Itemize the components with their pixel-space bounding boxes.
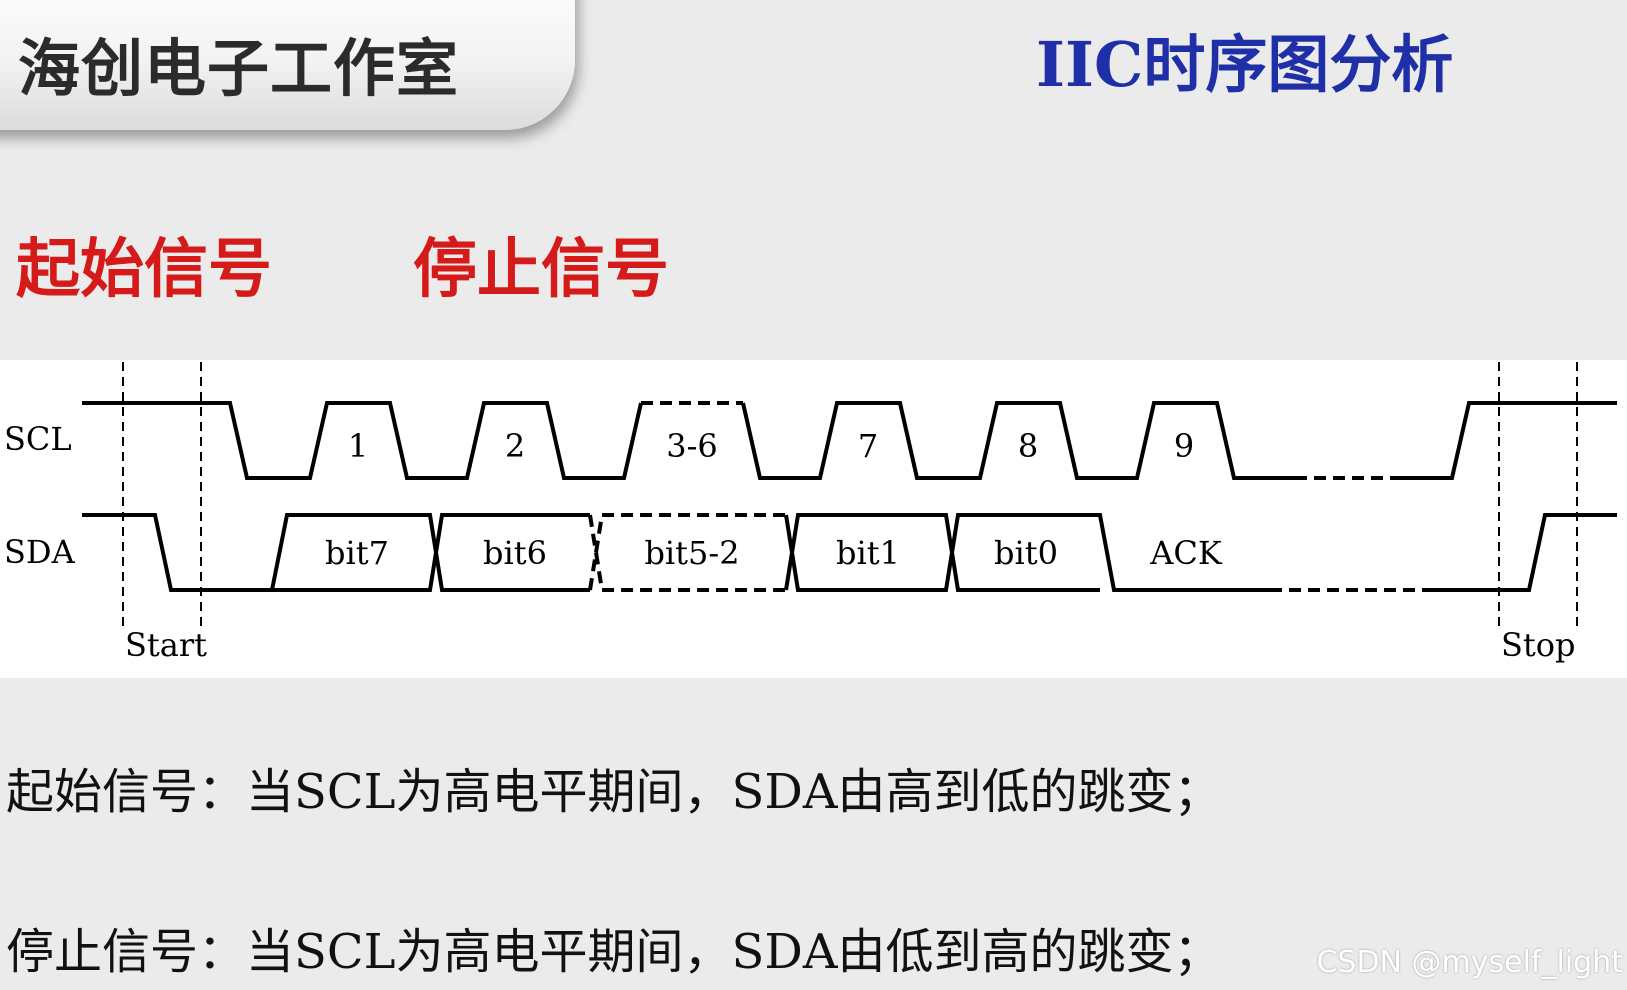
- clock-label-7: 7: [858, 427, 878, 465]
- stop-signal-description: 停止信号：当SCL为高电平期间，SDA由低到高的跳变；: [6, 924, 1222, 980]
- sda-waveform-bit1-high: [784, 513, 1100, 592]
- clock-label-9: 9: [1174, 427, 1194, 465]
- stop-signal-label: 停止信号: [413, 233, 669, 307]
- iic-timing-diagram: SCL SDA 1 2 3-6 7 8 9 bit7 bit6 bit5-2 b…: [0, 360, 1627, 678]
- clock-label-3-6: 3-6: [666, 427, 718, 465]
- data-label-bit5-2: bit5-2: [644, 534, 739, 572]
- sda-waveform-end: [1425, 513, 1617, 592]
- csdn-watermark: CSDN @myself_light: [1316, 945, 1623, 980]
- start-signal-label: 起始信号: [16, 233, 272, 307]
- timing-diagram-svg: SCL SDA 1 2 3-6 7 8 9 bit7 bit6 bit5-2 b…: [4, 362, 1617, 664]
- data-label-bit0: bit0: [994, 534, 1058, 572]
- scl-waveform-a: [82, 401, 643, 480]
- header-tab: [0, 0, 575, 130]
- scl-waveform-b: [741, 401, 1295, 480]
- sda-waveform-bit1: [784, 513, 1270, 592]
- data-label-bit7: bit7: [325, 534, 389, 572]
- start-marker-label: Start: [125, 626, 207, 664]
- clock-label-1: 1: [348, 427, 368, 465]
- clock-label-2: 2: [505, 427, 525, 465]
- scl-waveform-end: [1392, 401, 1617, 480]
- sda-waveform-low-segments: [272, 513, 590, 592]
- studio-name: 海创电子工作室: [18, 32, 460, 105]
- data-label-bit6: bit6: [483, 534, 547, 572]
- data-label-bit1: bit1: [836, 534, 900, 572]
- sda-waveform-dashed-bit5-2-high: [588, 513, 786, 591]
- clock-label-8: 8: [1018, 427, 1038, 465]
- sda-label: SDA: [4, 533, 76, 571]
- start-signal-description: 起始信号：当SCL为高电平期间，SDA由高到低的跳变；: [6, 764, 1222, 820]
- scl-label: SCL: [4, 420, 72, 458]
- sda-waveform-dashed-bit5-2: [588, 514, 786, 592]
- page-title: IIC时序图分析: [1036, 28, 1454, 101]
- stop-marker-label: Stop: [1501, 626, 1576, 664]
- data-label-ack: ACK: [1149, 534, 1223, 572]
- sda-waveform-start: [82, 513, 590, 592]
